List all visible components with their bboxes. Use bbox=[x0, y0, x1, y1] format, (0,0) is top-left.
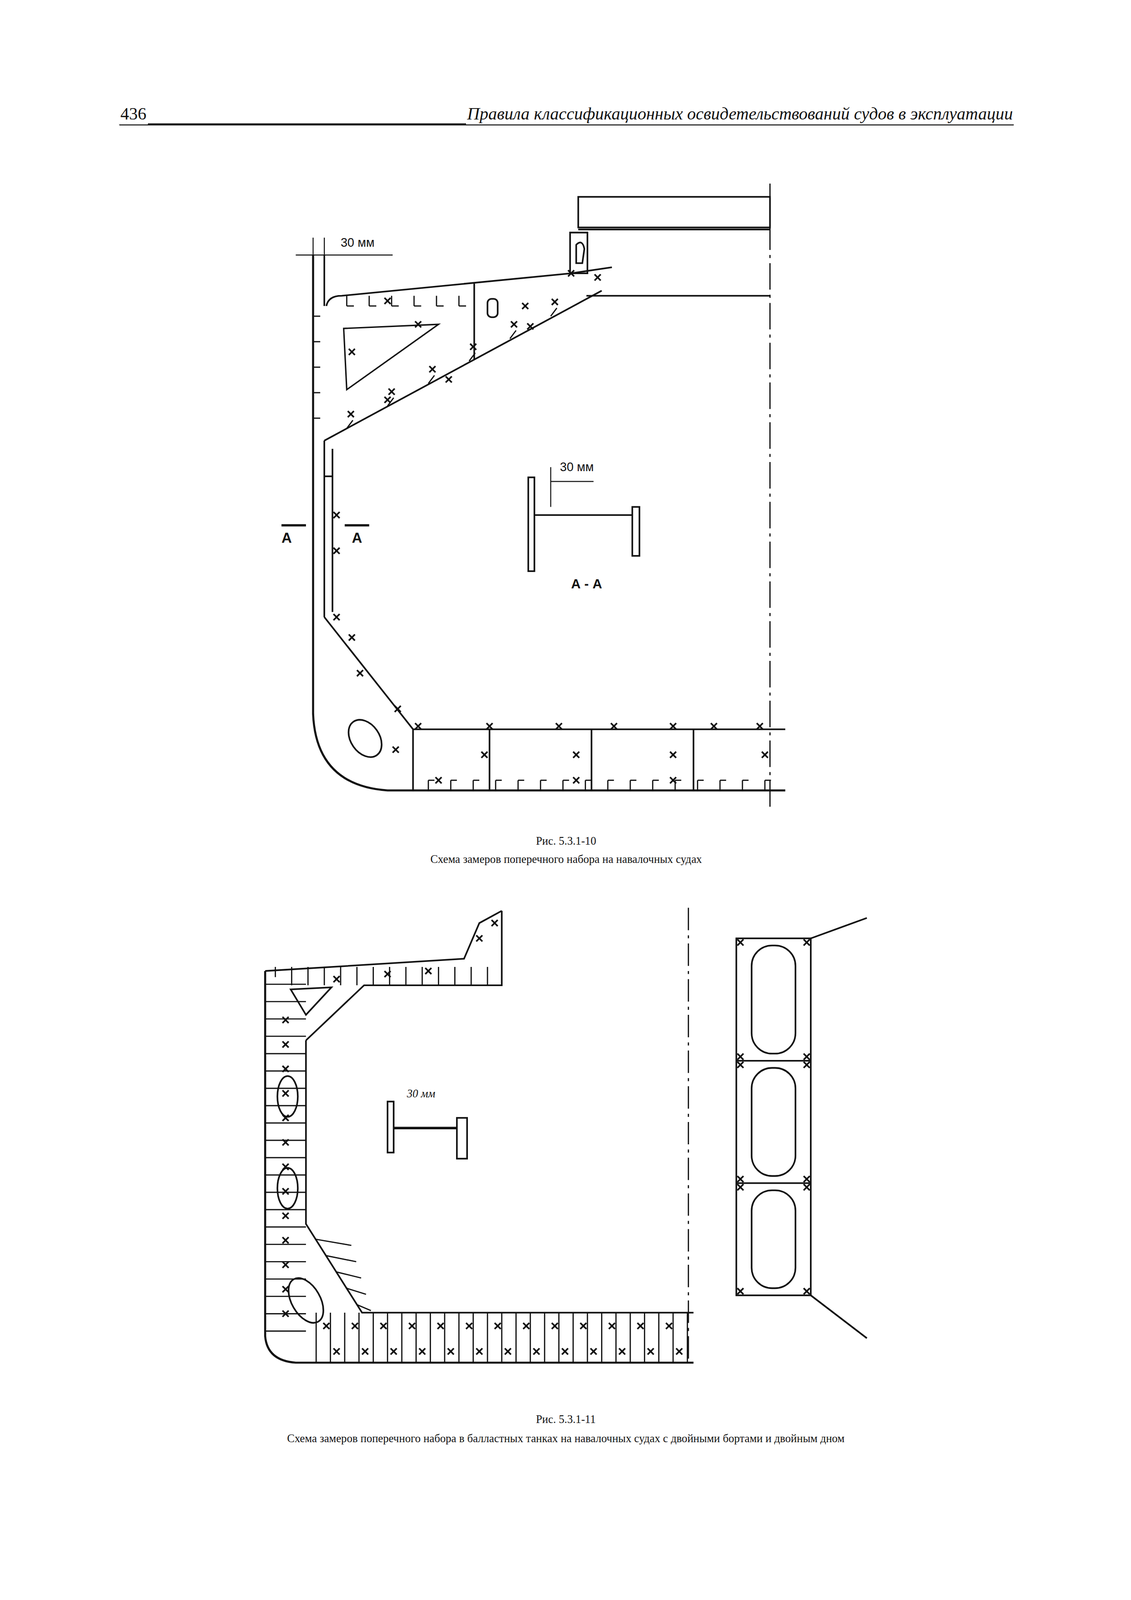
section-mark: А bbox=[280, 529, 293, 546]
figure-caption: Схема замеров поперечного набора в балла… bbox=[285, 1431, 846, 1445]
figure-caption: Схема замеров поперечного набора на нава… bbox=[429, 852, 703, 866]
dimension-label: 30 мм bbox=[339, 236, 376, 251]
running-header: Правила классификационных освидетельство… bbox=[466, 103, 1014, 125]
dimension-label: 30 мм bbox=[405, 1087, 437, 1100]
section-mark: А bbox=[350, 529, 364, 546]
figure-number: Рис. 5.3.1-11 bbox=[534, 1412, 597, 1426]
page-number: 436 bbox=[119, 103, 148, 125]
figure-number: Рис. 5.3.1-10 bbox=[534, 834, 598, 847]
dimension-label: 30 мм bbox=[558, 461, 595, 476]
section-title: А - А bbox=[570, 577, 603, 593]
